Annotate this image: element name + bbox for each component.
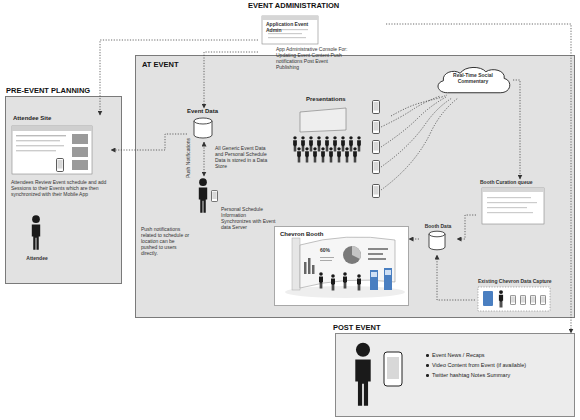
section-heading: PRE-EVENT PLANNING <box>6 86 136 95</box>
node-label: All Generic Event Data and Personal Sche… <box>215 145 270 169</box>
cloud-outline <box>438 67 510 92</box>
bullet-item: Event News / Recaps <box>426 352 566 359</box>
vertical-label: Push Notifications <box>185 133 191 183</box>
data-store: Booth Data <box>419 223 457 255</box>
node-label: Existing Chevron Data Capture <box>478 278 570 284</box>
node-label: Booth Data <box>419 223 457 229</box>
mobile-user: Personal Schedule Information Synchroniz… <box>141 176 276 261</box>
node-label: Real-Time Social Commentary <box>441 72 505 84</box>
bullet-item: Twitter hashtag Notes Summary <box>426 372 566 379</box>
node-label: Attendee Site <box>13 115 103 122</box>
screen-header <box>262 16 318 20</box>
node-label: Booth Curation queue <box>480 179 556 185</box>
data-capture: Existing Chevron Data Capture <box>475 278 570 315</box>
node-label: Presentations <box>306 96 366 103</box>
section-heading: POST EVENT <box>333 323 453 332</box>
node-label: Application Event Admin <box>266 21 322 33</box>
chart-value: 60% <box>320 247 340 253</box>
cloud-node: Real-Time Social Commentary <box>433 65 513 95</box>
node-label: Attendees Review Event schedule and add … <box>11 179 109 197</box>
web-site: Attendee SiteAttendees Review Event sche… <box>11 115 111 207</box>
screen-line <box>268 33 302 34</box>
node-label: Push notifications related to schedule o… <box>141 226 191 256</box>
phase-region: POST EVENTEvent News / RecapsVideo Conte… <box>335 333 575 417</box>
section-heading: EVENT ADMINISTRATION <box>248 1 398 10</box>
node-label: Chevron Booth <box>280 231 360 238</box>
node-label: Attendee <box>19 255 55 261</box>
phase-region: PRE-EVENT PLANNINGAttendee SiteAttendees… <box>5 96 122 284</box>
node-label: Personal Schedule Information Synchroniz… <box>221 206 276 230</box>
booth-box: Chevron Booth <box>274 226 409 306</box>
node-label: App Administrative Console For: Updating… <box>276 46 348 70</box>
phase-region: AT EVENTEvent DataAll Generic Event Data… <box>135 55 575 318</box>
data-store: Event DataAll Generic Event Data and Per… <box>187 108 221 142</box>
presentation-room: Presentations <box>286 96 391 171</box>
screen-line <box>268 37 306 38</box>
section-heading: AT EVENT <box>142 60 242 69</box>
person-node: Attendee <box>19 213 55 265</box>
bullet-item: Video Content from Event (if available) <box>426 362 566 369</box>
node-label: Event Data <box>187 108 227 115</box>
curation-queue: Booth Curation queue <box>476 179 556 229</box>
